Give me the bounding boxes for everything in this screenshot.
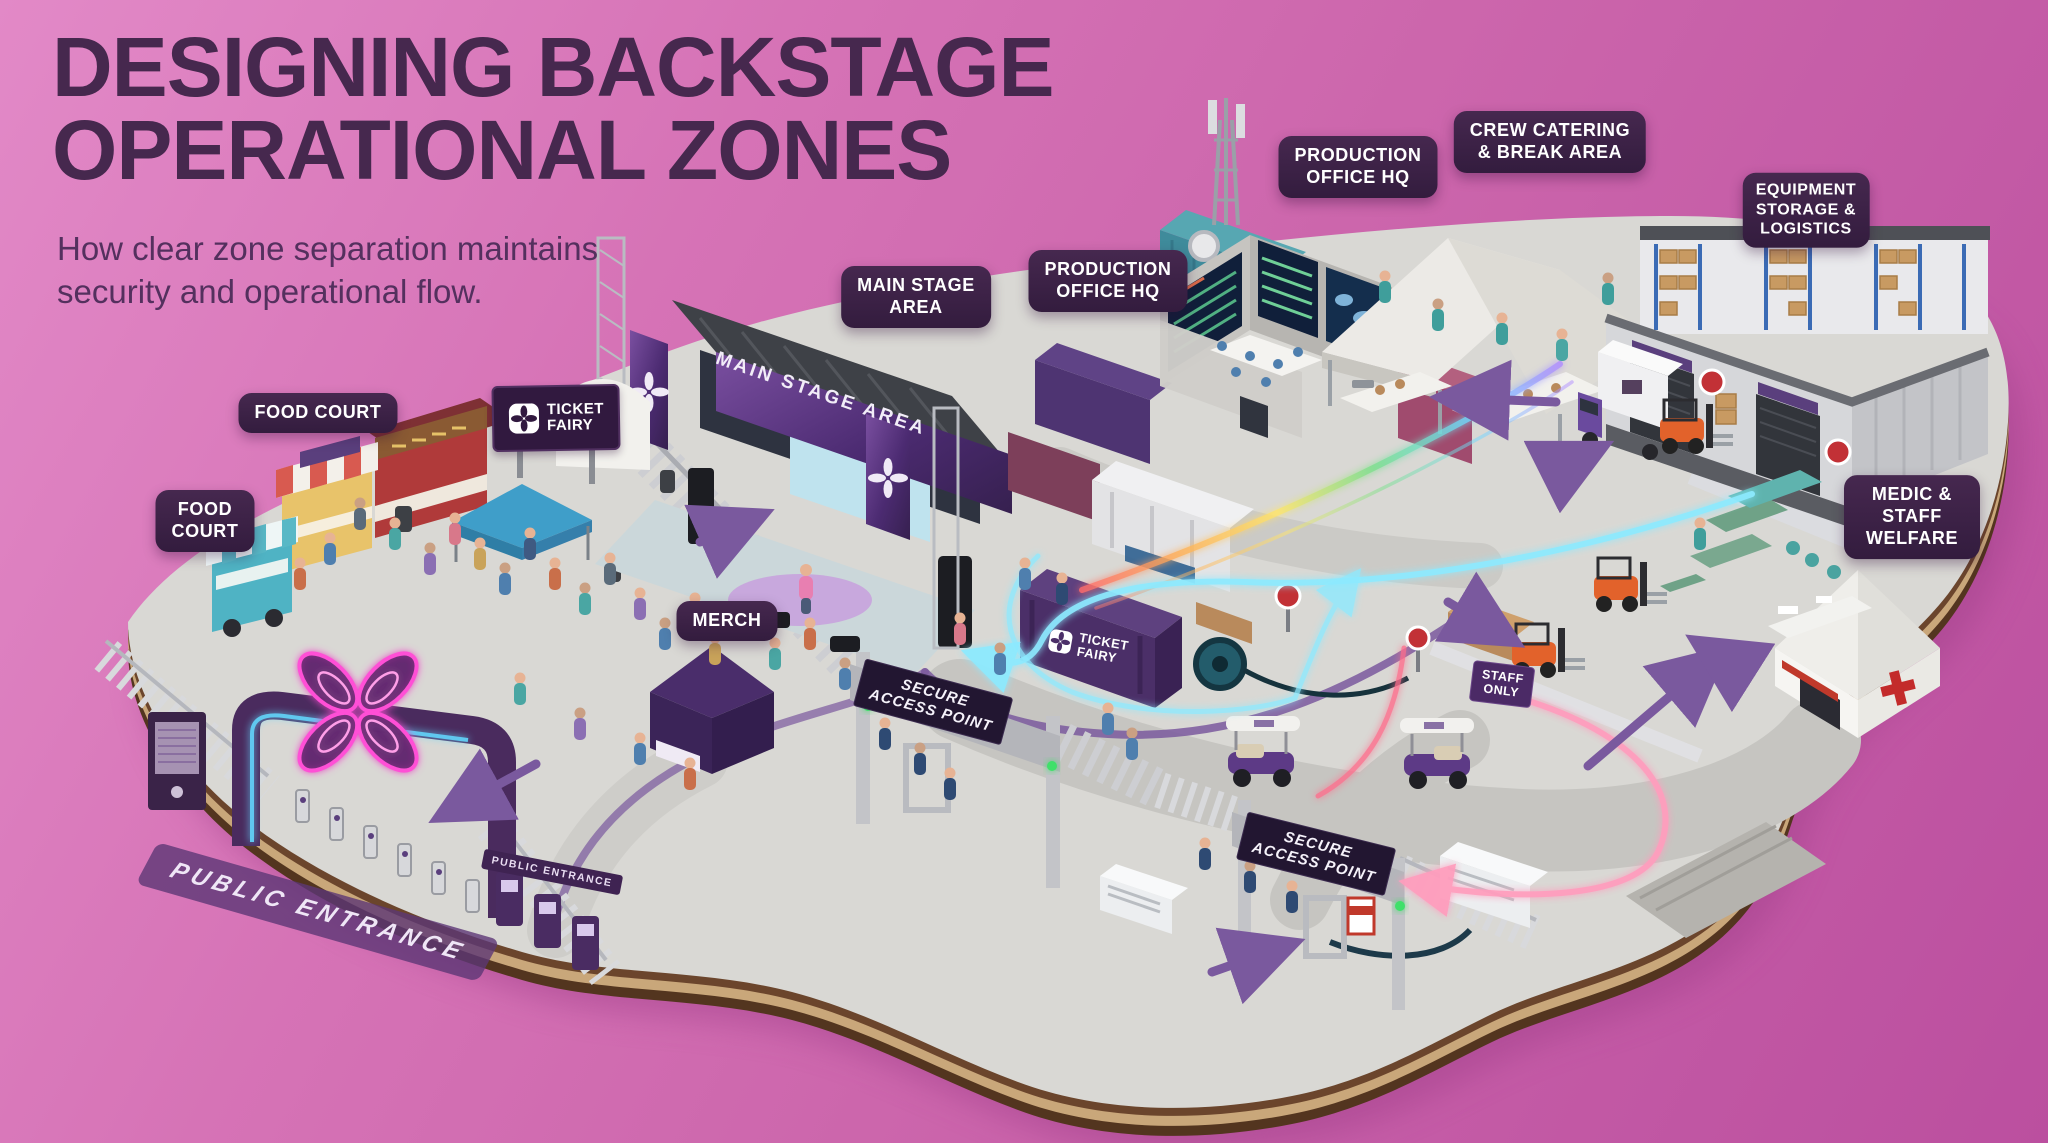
zone-label-equipment-storage: EQUIPMENT STORAGE & LOGISTICS [1742,172,1870,248]
zone-label-main-stage: MAIN STAGE AREA [841,266,991,328]
container-brand-mark: TICKET FAIRY [1046,626,1130,667]
crew-staff [1379,270,1706,550]
production-office [1008,98,1492,592]
public-crowd [294,497,1006,790]
zone-label-merch: MERCH [676,601,778,641]
ticket-fairy-logo-icon [1048,629,1073,654]
ticket-fairy-billboard: TICKET FAIRY [491,383,621,453]
forklift-2 [1594,556,1667,612]
warehouse-shelves [1654,244,1966,330]
golf-cart-2 [1400,718,1474,789]
forklift-3 [1660,393,1737,454]
zone-label-food-court-left: FOOD COURT [155,490,255,552]
performer [799,564,813,614]
flow-arrows [428,359,1776,1005]
golf-cart-1 [1226,716,1300,787]
merch-tent [650,646,774,774]
turnstiles [295,789,480,913]
red-cross-icon [1880,670,1916,706]
ticket-fairy-logo-icon [508,403,540,434]
zone-label-production-office-map: PRODUCTION OFFICE HQ [1028,250,1188,312]
no-entry-signs [1274,368,1852,672]
ticket-fairy-billboard-text: TICKET FAIRY [546,399,605,435]
blue-canopy-tent [452,484,592,562]
zone-label-food-court-top: FOOD COURT [238,393,398,433]
zone-label-production-office-top: PRODUCTION OFFICE HQ [1278,136,1438,198]
schedule-board [148,712,206,810]
neon-flower-logo [297,651,419,773]
staff-only-sign: STAFF ONLY [1468,660,1536,708]
ticket-kiosks [496,872,599,970]
stage-banner-tower-right [866,406,960,650]
yellow-food-cart [276,436,378,572]
delivery-truck [1578,340,1683,460]
generator-1 [1100,864,1188,934]
page-subtitle: How clear zone separation maintains secu… [57,230,599,310]
crowd-people [294,270,1706,913]
security-staff [879,557,1298,913]
page-title: DESIGNING BACKSTAGE OPERATIONAL ZONES [52,20,1055,198]
staff-welfare-area [1660,470,1872,638]
zone-label-crew-catering: CREW CATERING & BREAK AREA [1453,111,1647,173]
zone-label-medic-welfare: MEDIC & STAFF WELFARE [1844,475,1980,559]
